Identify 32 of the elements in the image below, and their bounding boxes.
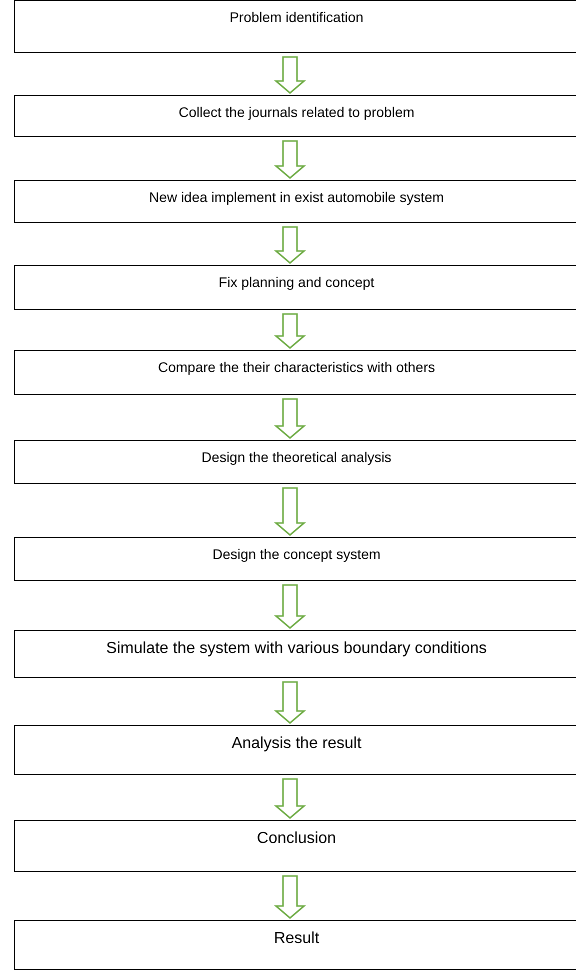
block-arrow [274, 487, 306, 536]
process-box [14, 95, 576, 137]
step-text: Problem identification [230, 9, 364, 26]
step-text: Analysis the result [232, 734, 362, 754]
block-arrow [274, 313, 306, 350]
step-text: Result [274, 929, 320, 949]
step-text: Collect the journals related to problem [178, 104, 414, 122]
block-arrow [274, 681, 306, 724]
process-box [14, 440, 576, 484]
block-arrow [274, 56, 306, 94]
step-text: Fix planning and concept [218, 274, 374, 292]
step-text: Conclusion [256, 829, 336, 849]
process-box [14, 265, 576, 310]
block-arrow [274, 778, 306, 820]
process-box [14, 630, 576, 678]
process-box [14, 350, 576, 395]
step-text: New idea implement in exist automobile system [149, 189, 444, 206]
process-box [14, 537, 576, 581]
process-box [14, 0, 576, 53]
step-text: Simulate the system with various boundary conditions [106, 639, 487, 659]
process-box [14, 820, 576, 872]
process-box [14, 920, 576, 970]
process-box [14, 725, 576, 775]
block-arrow [274, 140, 306, 180]
step-text: Design the theoretical analysis [202, 449, 392, 466]
block-arrow [274, 584, 306, 630]
block-arrow [274, 398, 306, 440]
process-box [14, 180, 576, 223]
step-text: Compare the their characteristics with others [158, 359, 435, 376]
block-arrow [274, 226, 306, 264]
block-arrow [274, 875, 306, 920]
step-text: Design the concept system [212, 546, 381, 564]
